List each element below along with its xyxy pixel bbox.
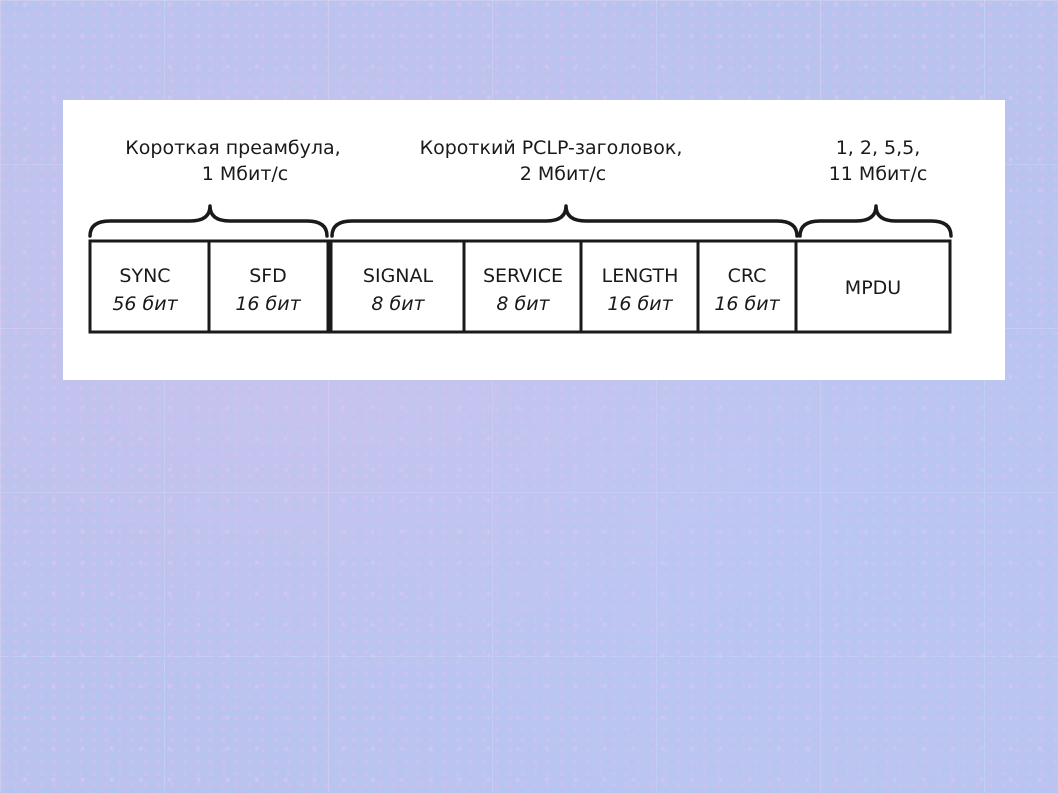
brace-header [330,204,799,238]
field-signal-bits: 8 бит [371,293,425,315]
field-length-name: LENGTH [602,265,679,287]
group-preamble-label-line1: Короткая преамбула, [125,137,340,159]
group-header-label-line1: Короткий PCLP-заголовок, [420,137,683,159]
field-sfd-name: SFD [249,265,287,287]
field-sync-bits: 56 бит [112,293,178,315]
field-box-sfd [207,239,330,334]
field-crc-bits: 16 бит [714,293,780,315]
frame-diagram-panel: Короткая преамбула, 1 Мбит/с Короткий PC… [63,100,1005,380]
group-payload-label-line1: 1, 2, 5,5, [836,137,921,159]
group-payload-label-line2: 11 Мбит/с [829,163,928,185]
field-signal-name: SIGNAL [363,265,434,287]
field-box-mpdu [794,239,952,334]
frame-format-diagram: Короткая преамбула, 1 Мбит/с Короткий PC… [88,137,953,334]
group-preamble-label-line2: 1 Мбит/с [202,163,289,185]
field-length-bits: 16 бит [607,293,673,315]
brace-payload [798,204,953,238]
field-sync-name: SYNC [119,265,170,287]
group-header-label-line2: 2 Мбит/с [520,163,607,185]
field-crc-name: CRC [728,265,767,287]
brace-preamble [88,204,329,238]
field-sfd-bits: 16 бит [235,293,301,315]
field-service-bits: 8 бит [496,293,550,315]
field-mpdu-name: MPDU [845,277,901,299]
field-service-name: SERVICE [483,265,563,287]
